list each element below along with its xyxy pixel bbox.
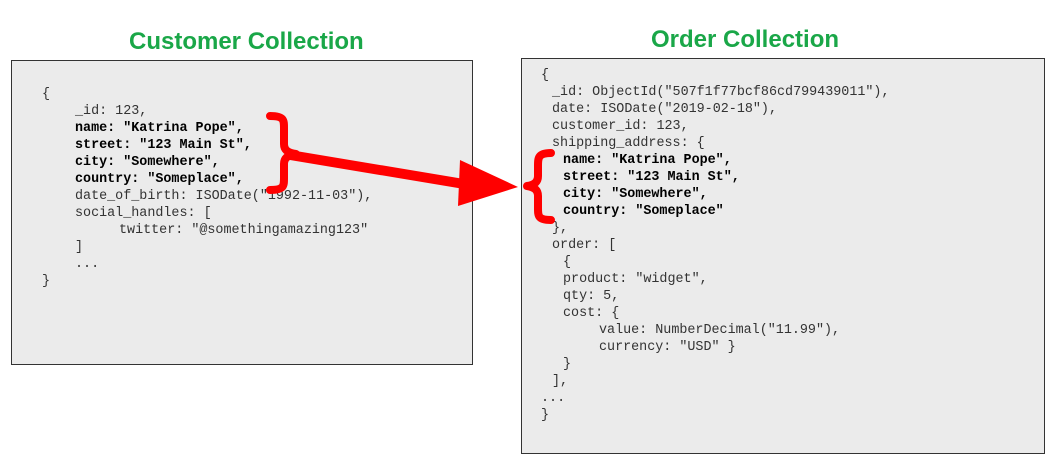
order-line-value: value: NumberDecimal("11.99"), [599, 323, 841, 338]
order-line-item-close: } [563, 357, 572, 372]
order-line-customer-id: customer_id: 123, [552, 119, 689, 134]
customer-line-city: city: "Somewhere", [75, 155, 220, 170]
order-line-shipping-close: }, [552, 221, 569, 236]
order-line-cost: cost: { [563, 306, 620, 321]
customer-line-twitter: twitter: "@somethingamazing123" [119, 223, 369, 238]
customer-line-close-bracket: ] [75, 240, 84, 255]
customer-line-open-brace: { [42, 87, 51, 102]
order-line-order: order: [ [552, 238, 617, 253]
customer-line-id: _id: 123, [75, 104, 148, 119]
order-collection-title: Order Collection [651, 26, 840, 53]
customer-line-country: country: "Someplace", [75, 172, 244, 187]
order-line-ellipsis: ... [541, 391, 566, 406]
customer-line-ellipsis: ... [75, 257, 100, 272]
customer-line-name: name: "Katrina Pope", [75, 121, 244, 136]
order-line-street: street: "123 Main St", [563, 170, 740, 185]
customer-line-street: street: "123 Main St", [75, 138, 252, 153]
order-line-order-close: ], [552, 374, 569, 389]
order-line-product: product: "widget", [563, 272, 708, 287]
order-line-date: date: ISODate("2019-02-18"), [552, 102, 777, 117]
customer-line-close-brace: } [42, 274, 51, 289]
order-line-currency: currency: "USD" } [599, 340, 736, 355]
customer-line-social-handles: social_handles: [ [75, 206, 212, 221]
order-line-item-open: { [563, 255, 572, 270]
customer-document-box: { _id: 123, name: "Katrina Pope", street… [11, 60, 473, 365]
customer-collection-title: Customer Collection [129, 28, 364, 55]
order-line-id: _id: ObjectId("507f1f77bcf86cd799439011"… [552, 85, 890, 100]
customer-line-date-of-birth: date_of_birth: ISODate("1992-11-03"), [75, 189, 373, 204]
order-line-qty: qty: 5, [563, 289, 620, 304]
order-line-country: country: "Someplace" [563, 204, 724, 219]
order-line-shipping-address: shipping_address: { [552, 136, 705, 151]
order-line-name: name: "Katrina Pope", [563, 153, 732, 168]
order-line-close-brace: } [541, 408, 550, 423]
order-line-city: city: "Somewhere", [563, 187, 708, 202]
order-line-open-brace: { [541, 68, 550, 83]
order-document-box: { _id: ObjectId("507f1f77bcf86cd79943901… [521, 58, 1045, 454]
